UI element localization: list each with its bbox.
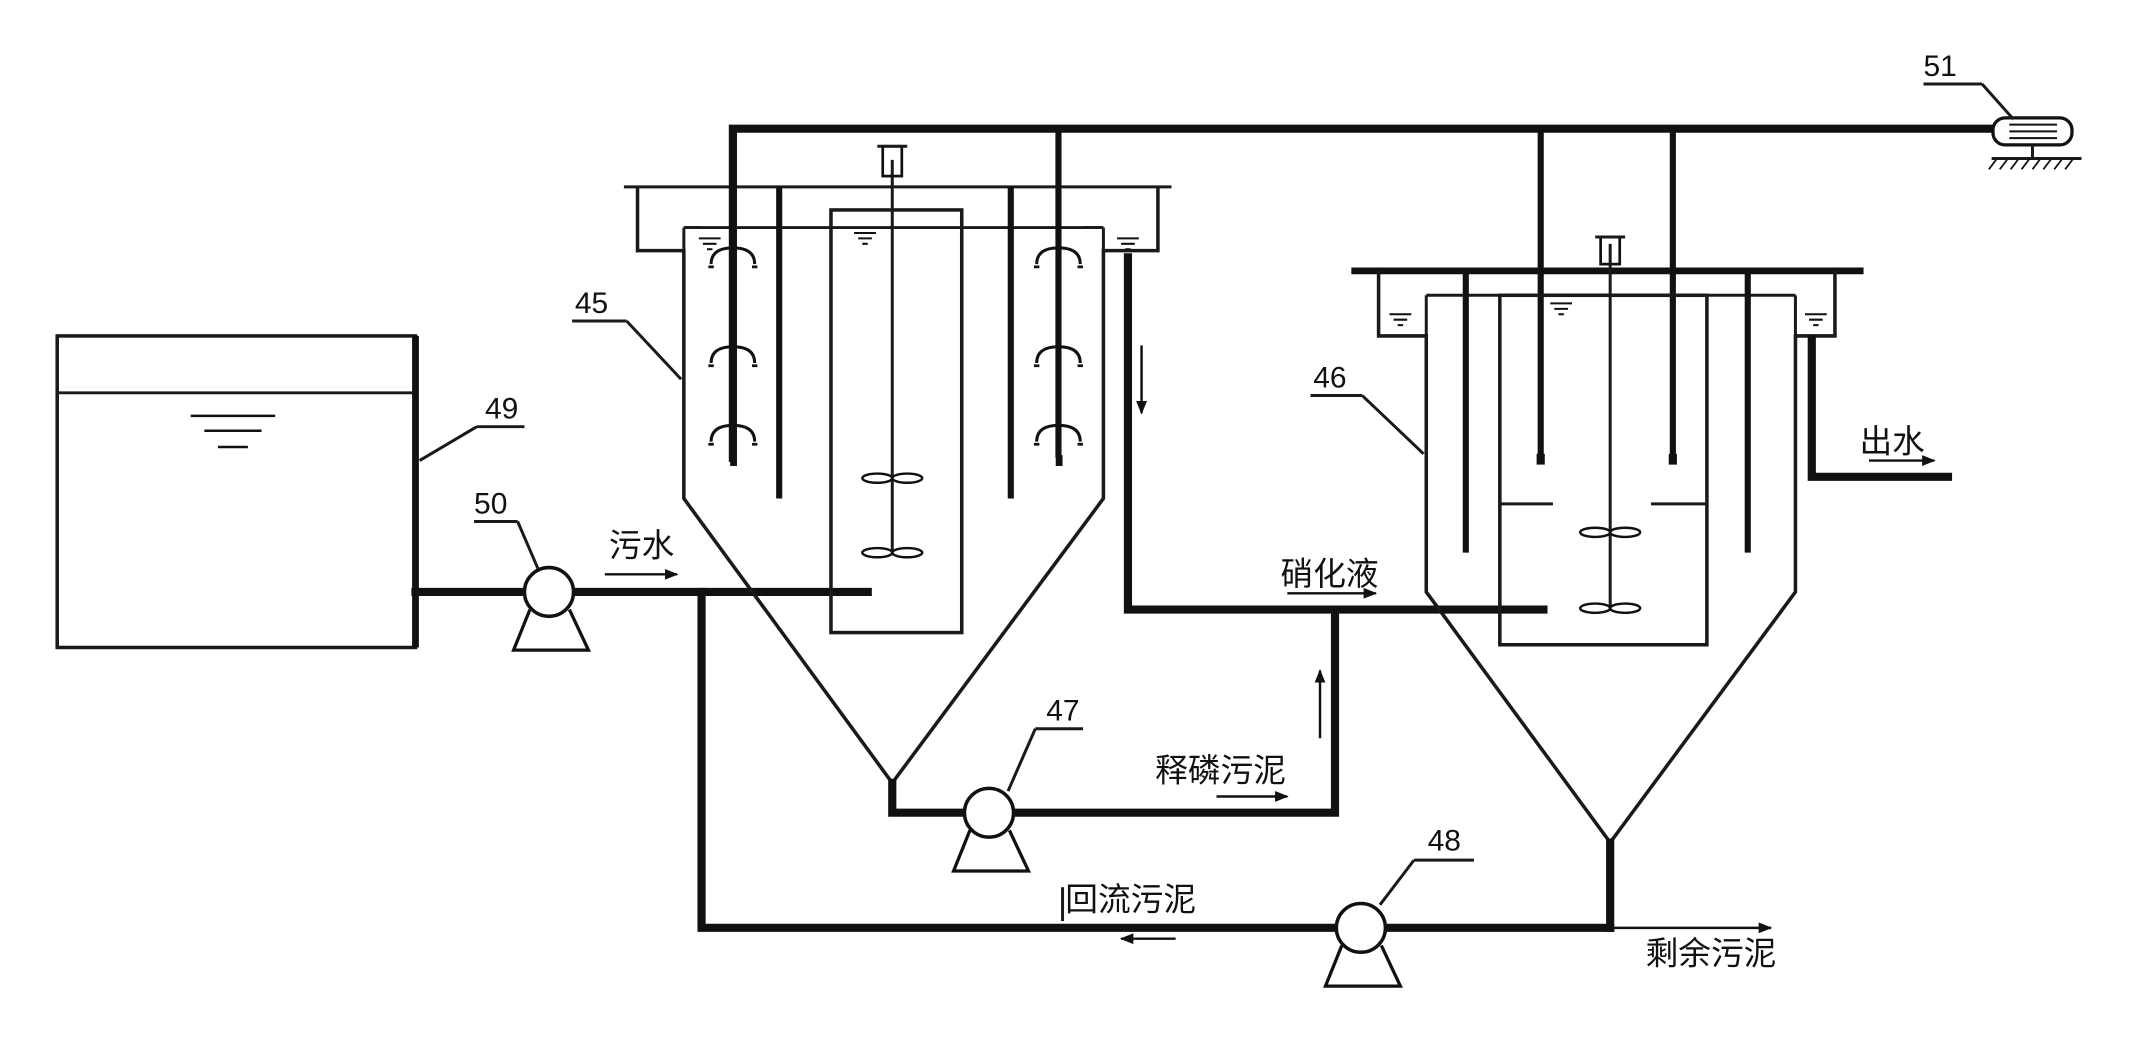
nitrified-liquid-label: 硝化液 [1281,555,1379,592]
blower-51 [1988,116,2082,170]
pump-48-number: 48 [1428,825,1461,858]
label-45: 45 [572,287,683,381]
tank-49-number: 49 [485,393,518,426]
tank-45 [623,144,1172,786]
pump-50-number: 50 [474,487,507,520]
storage-tank-49 [55,334,419,650]
label-46: 46 [1310,361,1425,455]
sewage-flow: 污水 [604,527,679,580]
sewage-label: 污水 [609,527,674,564]
label-49: 49 [418,393,525,462]
nitrified-liquid-pipe: 硝化液 [1123,253,1548,614]
effluent-pipe: 出水 [1807,334,1953,481]
label-51: 51 [1923,50,2015,121]
effluent-label: 出水 [1859,423,1924,460]
label-48: 48 [1378,825,1474,906]
tank-46-number: 46 [1313,361,1346,394]
pump-50 [511,565,592,652]
return-sludge-pipe: 回流污泥 [697,587,1615,945]
pump-47-number: 47 [1046,695,1079,728]
phosphorus-sludge-label: 释磷污泥 [1155,752,1286,789]
label-47: 47 [1006,695,1083,792]
tank-46 [1351,235,1864,932]
label-50: 50 [474,487,540,570]
return-sludge-label: 回流污泥 [1065,880,1196,917]
air-main [728,124,1998,465]
phosphorus-sludge-pipe: 释磷污泥 [888,605,1340,817]
excess-sludge-label: 剩余污泥 [1646,935,1777,972]
tank-45-number: 45 [575,287,608,320]
blower-51-number: 51 [1923,50,1956,83]
pump-48 [1323,901,1403,988]
pump-47 [951,786,1032,873]
excess-sludge-flow: 剩余污泥 [1614,922,1777,972]
